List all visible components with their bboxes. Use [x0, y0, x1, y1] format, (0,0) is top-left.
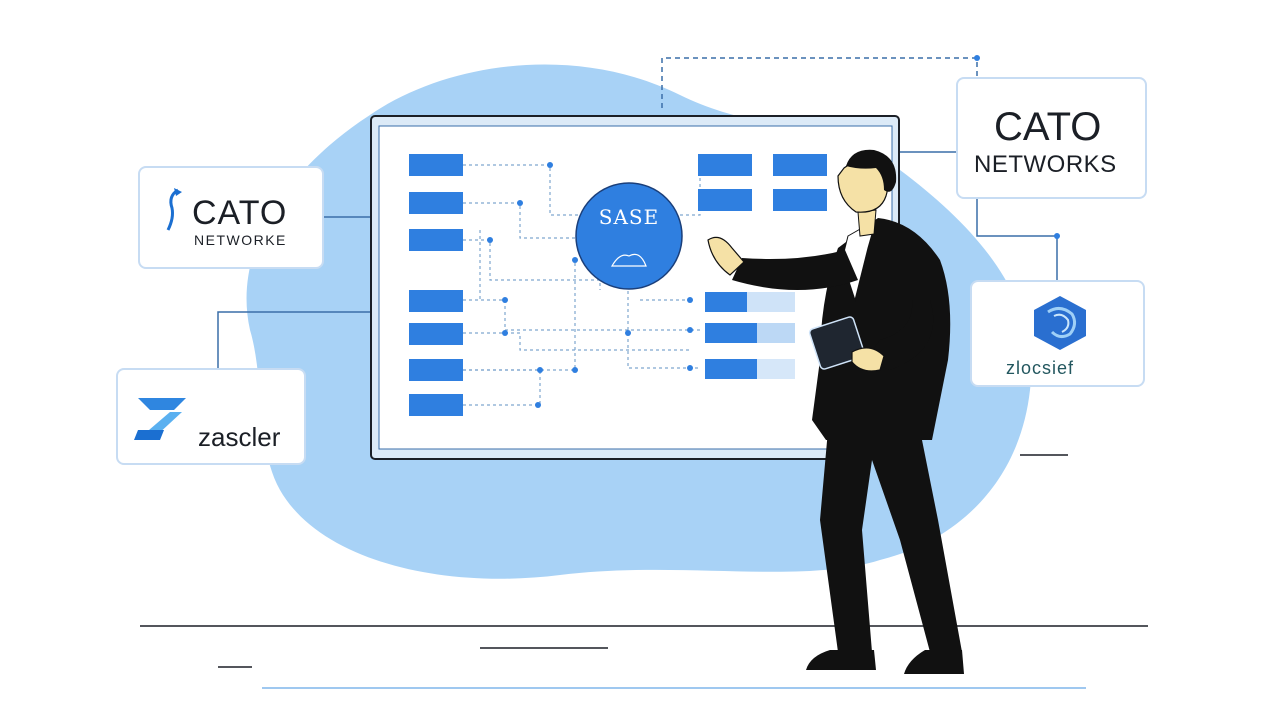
- presenter-hair: [846, 149, 897, 192]
- presenter-hand: [851, 347, 885, 372]
- zscaler-card-right: zlocsief: [970, 280, 1145, 387]
- diagram-node: [409, 192, 463, 214]
- connector-dot: [974, 55, 980, 61]
- diagram-node-light: [757, 323, 795, 343]
- connector-dot: [1054, 233, 1060, 239]
- diagram-node-light: [757, 359, 795, 379]
- diagram-lines: [410, 164, 701, 406]
- diagram-node: [409, 359, 463, 381]
- diagram-node: [705, 292, 747, 312]
- diagram-node: [409, 229, 463, 251]
- right-node-cluster: [698, 154, 827, 379]
- zscaler-card-left: zascler: [116, 368, 306, 465]
- diagram-node: [409, 154, 463, 176]
- zscaler-globe-icon: [1034, 296, 1086, 350]
- presenter-shoe: [904, 650, 964, 674]
- diagram-node: [698, 189, 752, 211]
- presenter-lower-arm: [865, 300, 934, 370]
- presenter-neck: [857, 209, 877, 237]
- diagram-node: [698, 154, 752, 176]
- presenter-shoe: [806, 650, 876, 670]
- zscaler-logo-word: zlocsief: [1006, 358, 1075, 378]
- presenter-figure: [707, 149, 964, 674]
- sase-node: [575, 182, 683, 290]
- sase-label: SASE: [598, 205, 660, 229]
- diagram-node: [705, 323, 757, 343]
- cato-logo-word: CATO: [192, 194, 288, 232]
- diagram-node-light: [747, 292, 795, 312]
- left-node-column: [409, 154, 463, 416]
- diagram-node: [409, 323, 463, 345]
- presenter-hand: [707, 236, 745, 276]
- cato-logo-word: CATO: [994, 105, 1102, 149]
- diagram-node: [705, 359, 757, 379]
- zscaler-z-icon: [134, 398, 186, 440]
- diagram-node: [773, 154, 827, 176]
- diagram-node: [773, 189, 827, 211]
- cato-logo-subword: NETWORKE: [194, 232, 287, 248]
- cloud-icon: [610, 253, 647, 267]
- connector-lines: [217, 57, 1058, 368]
- presenter-arm: [732, 250, 858, 290]
- cato-networks-card-left: CATO NETWORKE: [138, 166, 324, 269]
- diagram-node: [409, 394, 463, 416]
- diagram-node: [409, 290, 463, 312]
- cato-networks-card-right: CATO NETWORKS: [956, 77, 1147, 199]
- zscaler-logo-word: zascler: [198, 422, 281, 452]
- cato-arrow-icon: [166, 188, 182, 231]
- cato-logo-subword: NETWORKS: [974, 151, 1117, 178]
- floor-lines: [140, 454, 1148, 668]
- presenter-legs: [820, 430, 962, 652]
- tablet-icon: [808, 316, 866, 370]
